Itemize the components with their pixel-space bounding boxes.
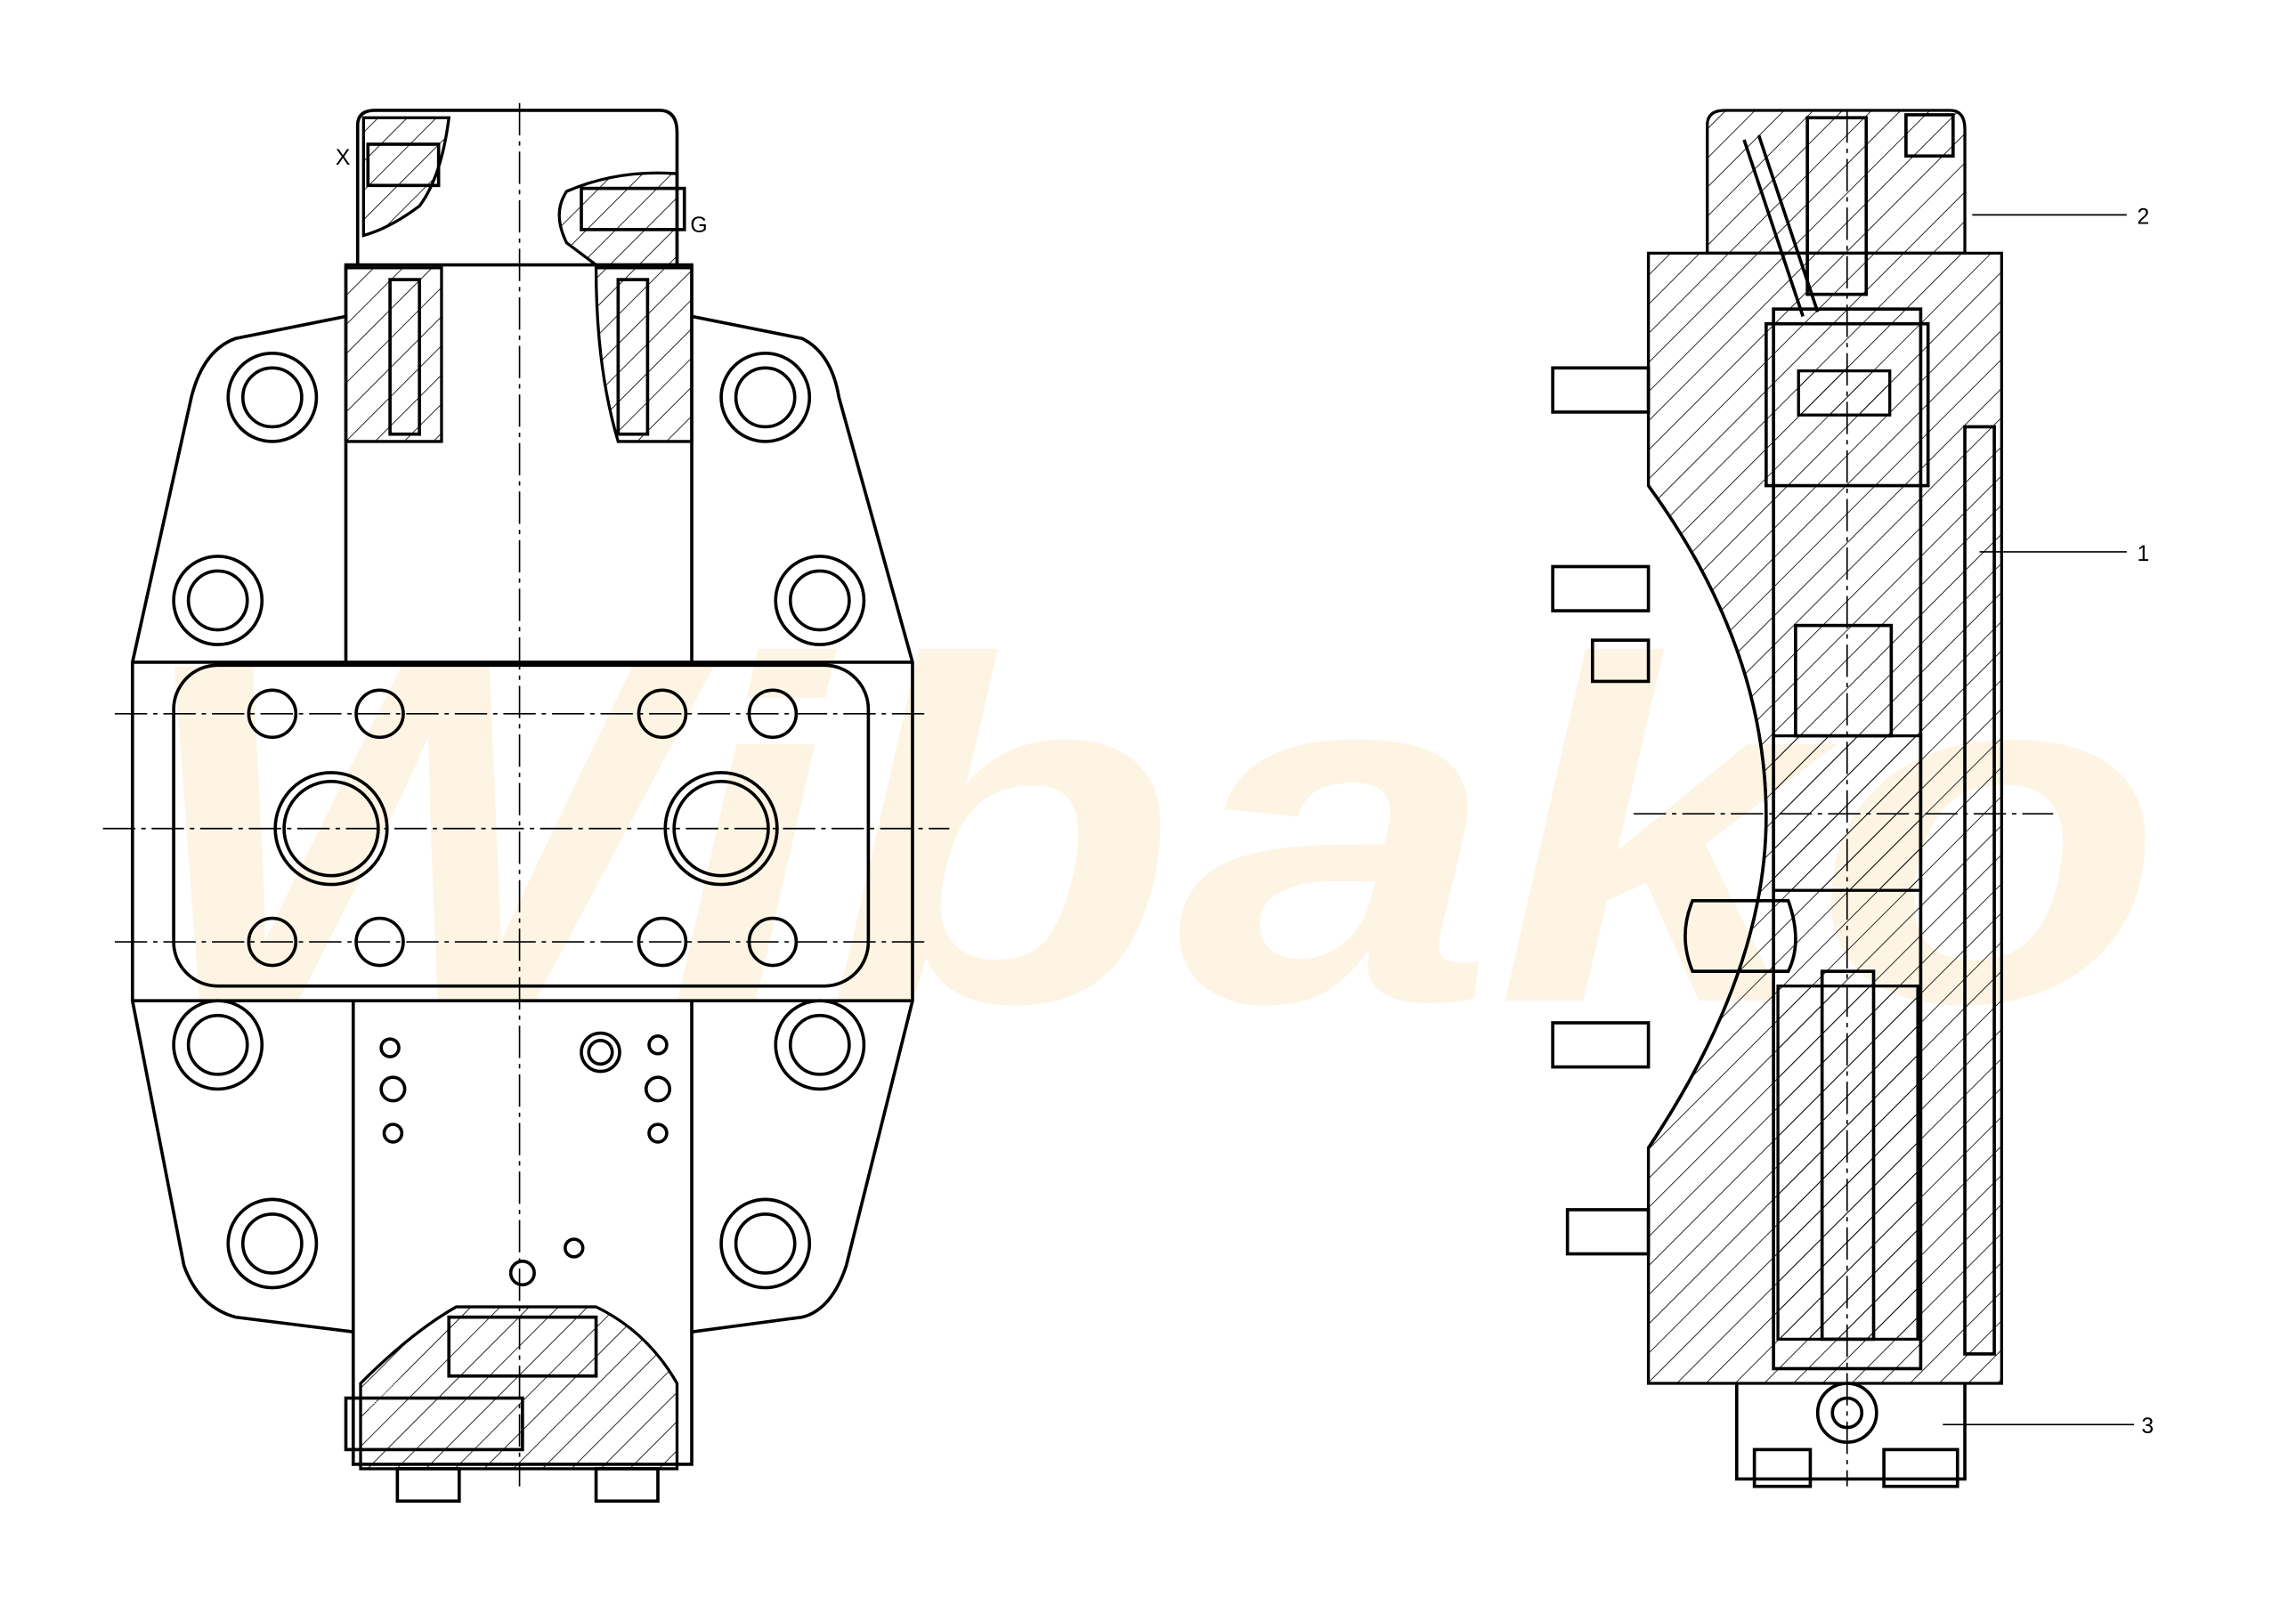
port-label-g: G — [690, 214, 707, 238]
top-cap — [1706, 109, 1967, 255]
top-block-section-x — [361, 116, 451, 238]
bolt-head-icon — [719, 351, 812, 443]
mounting-holes — [247, 688, 799, 1287]
bolt-head-icon — [226, 351, 319, 443]
lever-arm — [1683, 898, 1797, 973]
callout-1: 1 — [2137, 542, 2149, 566]
bolt-head-icon — [719, 1197, 812, 1290]
bottom-foot-right — [594, 1467, 660, 1504]
bolt-head-icon — [172, 555, 264, 646]
top-block-section-g — [557, 171, 679, 267]
callout-3: 3 — [2141, 1415, 2154, 1439]
left-view: X G — [102, 102, 950, 1504]
housing-outline — [130, 263, 914, 1466]
valve-right — [616, 278, 650, 436]
valve-section-left — [344, 266, 443, 443]
bolt-head-icon — [774, 999, 866, 1091]
bolts — [172, 351, 866, 1290]
bolt-head-icon — [226, 1197, 319, 1290]
top-block — [355, 109, 679, 265]
port-label-x: X — [336, 146, 351, 170]
bottom-cap-foot-right — [1882, 1447, 1959, 1488]
port-face — [172, 663, 871, 988]
bottom-plug — [344, 1396, 524, 1452]
valve-left — [388, 278, 421, 436]
bolt-head-icon — [172, 999, 264, 1091]
spool-bottom — [447, 1315, 598, 1378]
bottom-foot-left — [395, 1467, 461, 1504]
top-cap-plug — [1904, 113, 1955, 158]
port-x-bore — [366, 142, 441, 188]
valve-section-right — [594, 266, 694, 443]
studs — [1551, 366, 1651, 1256]
bottom-cap — [1734, 1383, 1967, 1481]
tie-rod — [1963, 425, 1996, 1356]
bolt-head-icon — [774, 555, 866, 646]
port-g-bore — [580, 186, 686, 231]
callout-2: 2 — [2137, 205, 2149, 229]
right-view: 2 1 3 — [1551, 109, 2154, 1488]
piston-head — [1797, 369, 1892, 417]
curved-wall — [1647, 484, 1768, 1149]
bottom-cap-foot-left — [1752, 1447, 1813, 1488]
